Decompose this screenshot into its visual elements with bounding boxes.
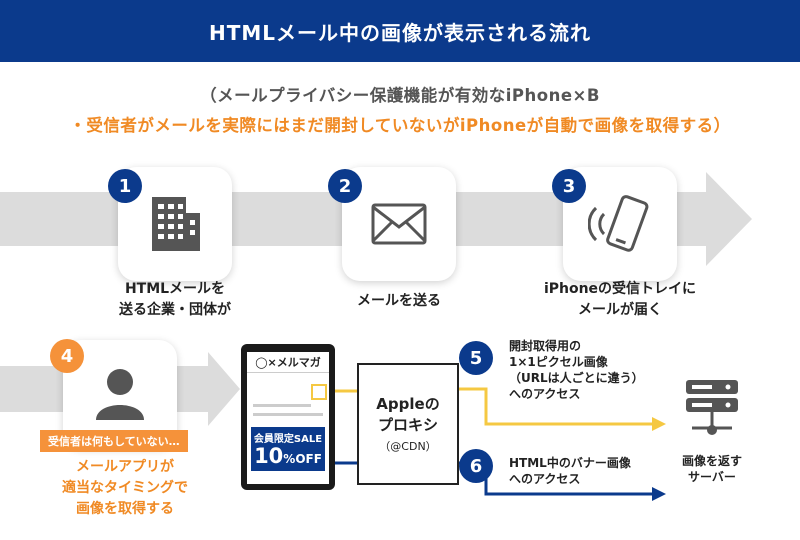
step-3-caption: iPhoneの受信トレイに メールが届く [520, 279, 720, 321]
step-3-number: 3 [552, 169, 586, 203]
text-line [253, 413, 323, 416]
step-3-caption-line-2: メールが届く [578, 302, 662, 318]
proxy-line-1: Appleの [376, 395, 440, 413]
newsletter-header: ◯×メルマガ [247, 352, 329, 373]
step-5-caption-line-3: （URLは人ごとに違う） [509, 371, 644, 385]
step-2-caption: メールを送る [304, 291, 494, 312]
step-6-number: 6 [459, 449, 493, 483]
step-4-caption-line-2: 適当なタイミングで [62, 480, 188, 496]
page-title: HTMLメール中の画像が表示される流れ [0, 0, 800, 62]
apple-proxy-box: Appleの プロキシ （@CDN） [357, 363, 459, 485]
step-1-caption: HTMLメールを 送る企業・団体が [80, 279, 270, 321]
server-caption-line-2: サーバー [688, 470, 736, 484]
step-6-caption-line-1: HTML中のバナー画像 [509, 456, 631, 470]
building-icon [152, 197, 200, 251]
pixel-request-arrow [455, 387, 652, 426]
pixel-request-arrowhead [652, 417, 666, 431]
step-3-caption-line-1: iPhoneの受信トレイに [543, 281, 697, 297]
step-5-caption-line-4: へのアクセス [509, 387, 581, 401]
subtitle-line-2: ・受信者がメールを実際にはまだ開封していないがiPhoneが自動で画像を取得する… [69, 116, 731, 135]
step-5-caption-line-1: 開封取得用の [509, 339, 582, 353]
step-4-number: 4 [50, 339, 84, 373]
step-6-caption-line-2: へのアクセス [509, 472, 581, 486]
text-line [253, 404, 311, 407]
step-1-number: 1 [108, 169, 142, 203]
step-6-caption: HTML中のバナー画像 へのアクセス [509, 455, 669, 487]
server-icon [686, 380, 738, 435]
envelope-icon [371, 203, 427, 245]
server-caption-line-1: 画像を返す [681, 454, 742, 468]
sale-banner: 会員限定SALE 10%OFF [251, 427, 325, 471]
step-5-number: 5 [459, 341, 493, 375]
step-5-caption: 開封取得用の 1×1ピクセル画像 （URLは人ごとに違う） へのアクセス [509, 338, 669, 402]
banner-request-arrowhead [652, 487, 666, 501]
status-badge: 受信者は何もしていない… [40, 430, 188, 452]
step-2-number: 2 [328, 169, 362, 203]
sale-percent: 10 [254, 444, 284, 468]
step-4-caption: メールアプリが 適当なタイミングで 画像を取得する [20, 457, 230, 520]
sale-label: 会員限定SALE [253, 434, 323, 445]
tracking-pixel [311, 384, 327, 400]
step-4-caption-line-1: メールアプリが [76, 459, 174, 475]
sale-off: %OFF [283, 452, 322, 466]
smartphone-icon [588, 195, 649, 252]
proxy-line-3: （@CDN） [379, 440, 437, 453]
step-4-caption-line-3: 画像を取得する [76, 501, 174, 517]
step-1-caption-line-2: 送る企業・団体が [119, 302, 231, 318]
step-1-caption-line-1: HTMLメールを [124, 281, 226, 297]
proxy-line-2: プロキシ [377, 416, 438, 434]
user-icon [96, 369, 144, 420]
step-2-caption-line-1: メールを送る [357, 293, 441, 309]
subtitle-line-1: （メールプライバシー保護機能が有効なiPhone×B [200, 86, 600, 105]
server-caption: 画像を返す サーバー [660, 453, 764, 485]
step-5-caption-line-2: 1×1ピクセル画像 [509, 355, 608, 369]
